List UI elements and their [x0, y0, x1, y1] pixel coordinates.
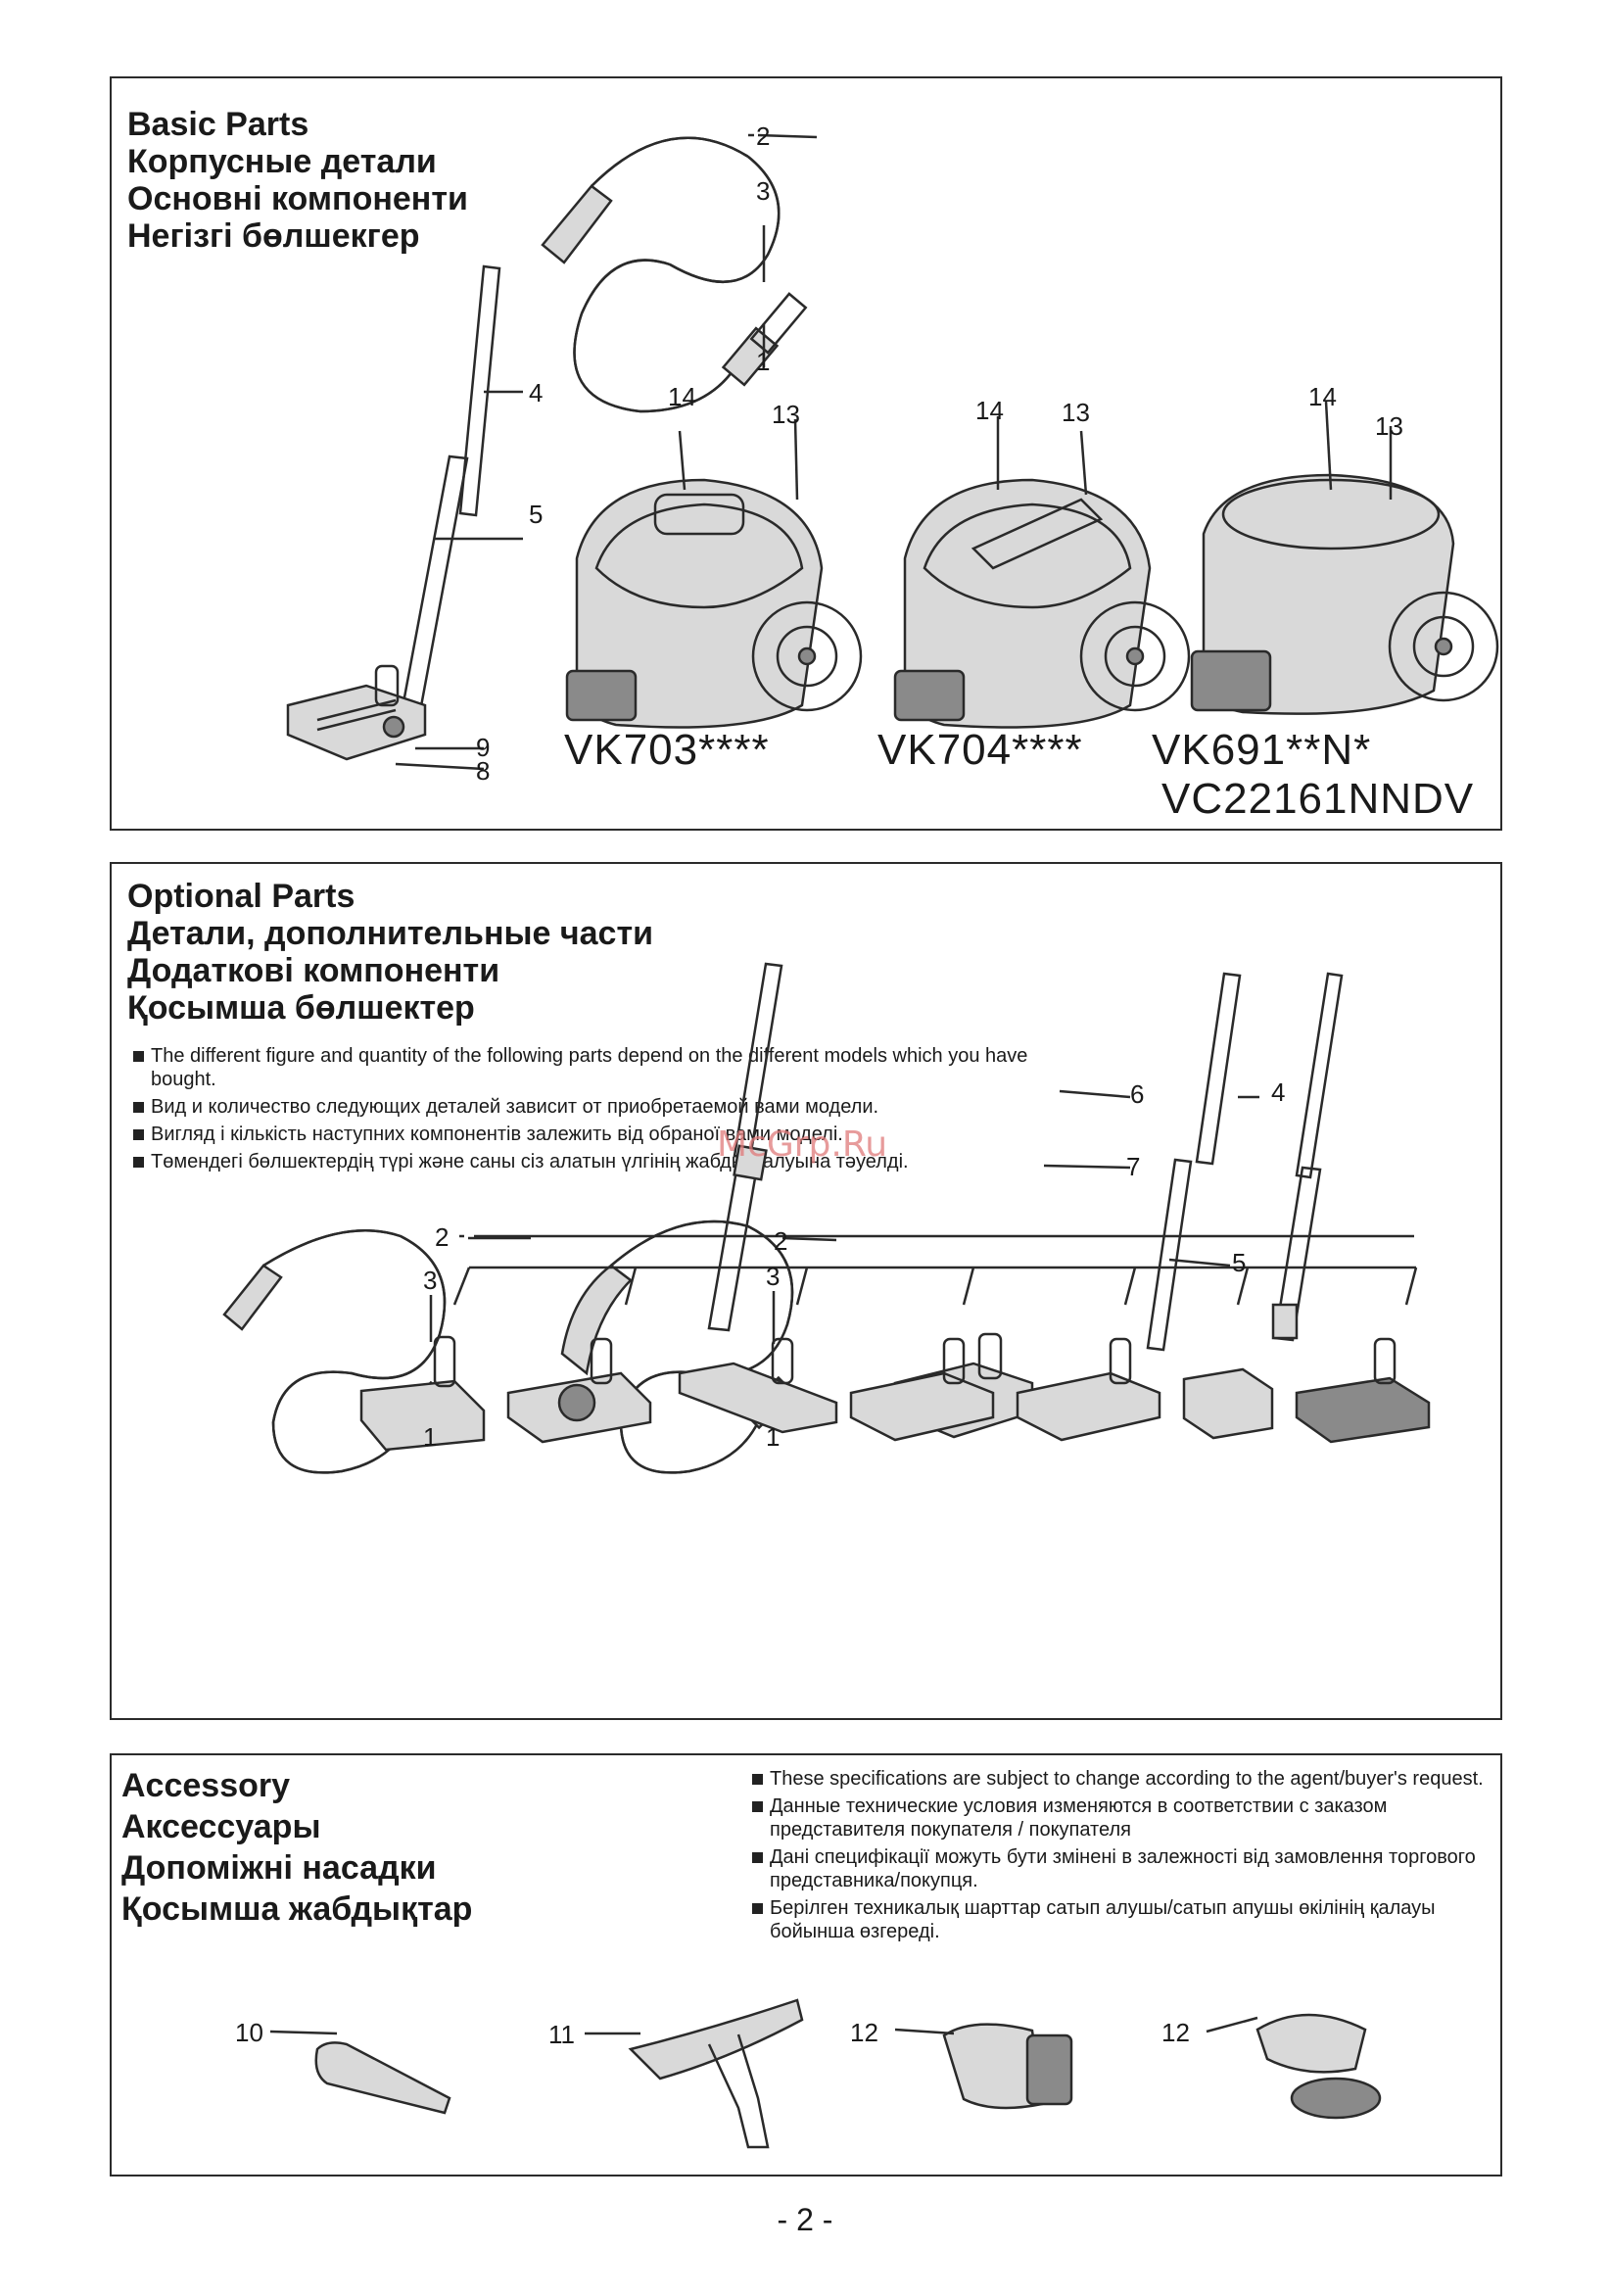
note-en: These specifications are subject to chan… — [750, 1767, 1514, 1791]
combination-nozzle-a — [849, 1337, 995, 1442]
label-5: 5 — [529, 500, 544, 529]
model-vk703: VK703**** — [564, 726, 770, 774]
round-brush-illustration — [1255, 2013, 1382, 2120]
label-12-b: 12 — [1161, 2018, 1190, 2047]
label-13-vk691: 13 — [1375, 411, 1403, 441]
label-1-a: 1 — [423, 1422, 438, 1452]
label-2-b: 2 — [774, 1226, 788, 1256]
vacuum-body-vk704 — [893, 478, 1191, 729]
label-1: 1 — [756, 347, 771, 376]
heading-ru: Аксессуары — [121, 1808, 321, 1845]
mini-turbo-nozzle — [1182, 1367, 1274, 1440]
dusting-brush-illustration — [942, 2023, 1073, 2110]
heading-en: Optional Parts — [127, 878, 355, 915]
label-14-vk691: 14 — [1308, 382, 1337, 411]
heading-kz: Қосымша жабдықтар — [121, 1890, 473, 1928]
turbo-nozzle-a — [359, 1335, 486, 1452]
watermark: McGrp.Ru — [717, 1124, 888, 1165]
label-8: 8 — [476, 756, 491, 786]
optional-tube-4 — [1195, 972, 1242, 1166]
note-ru: Вид и количество следующих деталей завис… — [131, 1095, 1042, 1119]
label-10: 10 — [235, 2018, 263, 2047]
label-7: 7 — [1126, 1152, 1141, 1181]
label-11: 11 — [548, 2020, 575, 2049]
label-12-a: 12 — [850, 2018, 878, 2047]
optional-parts-heading: Optional Parts Детали, дополнительные ча… — [127, 878, 653, 1027]
label-2-a: 2 — [435, 1222, 450, 1252]
tube-4-illustration — [458, 264, 501, 517]
model-vc22161: VC22161NNDV — [1161, 775, 1475, 823]
model-vk691: VK691**N* — [1152, 726, 1372, 774]
nozzle-row-connector — [429, 1089, 1418, 1422]
basic-parts-panel: Basic Parts Корпусные детали Основні ком… — [110, 76, 1502, 831]
label-14-vk703: 14 — [668, 382, 696, 411]
parquet-nozzle — [678, 1337, 838, 1434]
heading-ua: Допоміжні насадки — [121, 1849, 437, 1887]
label-9: 9 — [476, 733, 491, 762]
note-ru: Данные технические условия изменяются в … — [750, 1794, 1514, 1842]
label-13-vk703: 13 — [772, 400, 800, 429]
heading-kz: Қосымша бөлшектер — [127, 989, 475, 1027]
label-1-b: 1 — [766, 1422, 781, 1452]
basic-parts-heading: Basic Parts Корпусные детали Основні ком… — [127, 106, 468, 255]
optional-parts-panel: Optional Parts Детали, дополнительные ча… — [110, 862, 1502, 1720]
vacuum-body-vk691 — [1190, 473, 1499, 715]
note-ua: Дані специфікації можуть бути змінені в … — [750, 1845, 1514, 1892]
hard-floor-nozzle — [506, 1337, 652, 1444]
telescopic-tube-illustration — [707, 962, 783, 1332]
label-14-vk704: 14 — [975, 396, 1004, 425]
turbo-nozzle-b — [1295, 1337, 1431, 1444]
note-kz: Төмендегі бөлшектердің түрі және саны сі… — [131, 1150, 1042, 1173]
combination-nozzle-b — [1016, 1337, 1161, 1442]
heading-ua: Додаткові компоненти — [127, 952, 500, 989]
optional-notes: The different figure and quantity of the… — [131, 1044, 1042, 1177]
label-4-opt: 4 — [1271, 1077, 1286, 1107]
metal-telescopic-tube — [1271, 972, 1344, 1342]
label-13-vk704: 13 — [1062, 398, 1090, 427]
hose-illustration — [541, 136, 808, 413]
heading-ru: Корпусные детали — [127, 143, 437, 180]
heading-ua: Основні компоненти — [127, 180, 468, 217]
accessory-leader-lines — [269, 2016, 1258, 2035]
heading-en: Accessory — [121, 1767, 291, 1804]
label-6: 6 — [1130, 1079, 1145, 1109]
basic-leader-lines — [395, 133, 1393, 771]
label-3: 3 — [756, 176, 771, 206]
label-4: 4 — [529, 378, 544, 407]
label-2: 2 — [756, 121, 771, 151]
vacuum-body-vk703 — [565, 478, 863, 729]
label-3-a: 3 — [423, 1266, 438, 1295]
heading-ru: Детали, дополнительные части — [127, 915, 653, 952]
note-kz: Берілген техникалық шарттар сатып алушы/… — [750, 1896, 1514, 1943]
note-ua: Вигляд і кількість наступних компонентів… — [131, 1123, 1042, 1146]
note-en: The different figure and quantity of the… — [131, 1044, 1042, 1091]
accessory-heading: Accessory Аксессуары Допоміжні насадки Қ… — [121, 1765, 472, 1930]
optional-tube-5 — [1146, 1158, 1193, 1352]
accessory-notes: These specifications are subject to chan… — [750, 1767, 1514, 1947]
model-vk704: VK704**** — [877, 726, 1083, 774]
page-number: - 2 - — [777, 2202, 833, 2237]
upholstery-tool-illustration — [628, 1998, 804, 2149]
heading-kz: Негізгі бөлшекгер — [127, 217, 420, 255]
label-5-opt: 5 — [1232, 1248, 1247, 1277]
crevice-tool-illustration — [314, 2041, 451, 2115]
accessory-panel: Accessory Аксессуары Допоміжні насадки Қ… — [110, 1753, 1502, 2176]
label-3-b: 3 — [766, 1262, 781, 1291]
floor-nozzle-illustration — [286, 664, 427, 761]
heading-en: Basic Parts — [127, 106, 309, 143]
